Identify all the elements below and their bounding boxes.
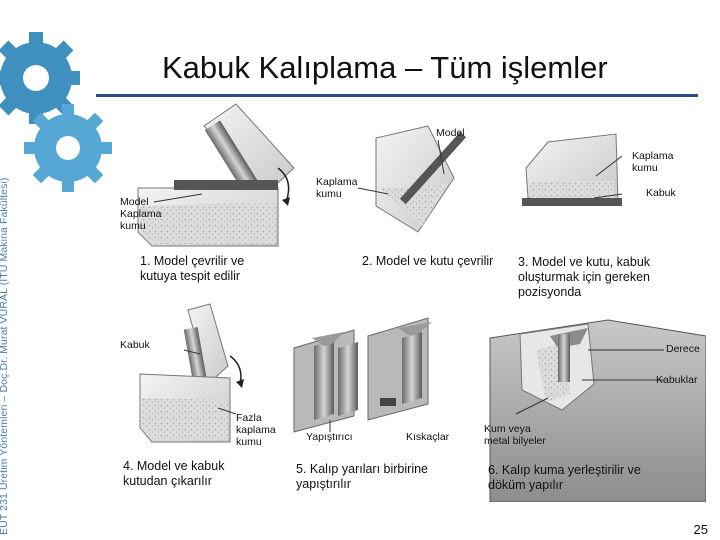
label-coating-sand: Kaplama kumu [316, 176, 358, 200]
step-1-caption: 1. Model çevrilir ve kutuya tespit edili… [140, 254, 245, 283]
step-2-caption: 2. Model ve kutu çevrilir [362, 254, 494, 268]
process-illustration: Model Kaplama kumu Kaplama kumu Model Ka… [118, 98, 707, 503]
step1-drawing [137, 103, 295, 247]
label-shell: Kabuk [646, 187, 676, 199]
step4-drawing [139, 303, 244, 443]
label-coating-sand-right: Kaplama kumu [632, 150, 674, 174]
label-shells: Kabuklar [656, 374, 698, 386]
label-shell-left: Kabuk [120, 339, 150, 351]
title-divider [96, 94, 698, 97]
small-gear-icon [24, 104, 112, 192]
page-number: 25 [693, 522, 708, 537]
label-excess-coating-sand: Fazla kaplama kumu [236, 412, 276, 448]
label-flask: Derece [666, 343, 700, 355]
step-5-caption: 5. Kalıp yarıları birbirine yapıştırılır [296, 462, 429, 491]
label-model: Model [436, 127, 465, 139]
label-model-coating-sand: Model Kaplama kumu [120, 196, 162, 232]
page-title: Kabuk Kalıplama – Tüm işlemler [162, 50, 608, 85]
label-adhesive: Yapıştırıcı [306, 431, 353, 443]
step-4-caption: 4. Model ve kabuk kutudan çıkarılır [123, 459, 225, 488]
label-clamps: Kıskaçlar [406, 431, 450, 443]
large-gear-icon [0, 32, 80, 124]
step-6-caption: 6. Kalıp kuma yerleştirilir ve döküm yap… [488, 463, 641, 492]
step5-drawing [293, 317, 432, 433]
side-caption: EUT 231 Üretim Yöntemleri – Doç.Dr. Mura… [0, 177, 10, 536]
step2-drawing [375, 125, 467, 233]
step-3-caption: 3. Model ve kutu, kabuk oluşturmak için … [518, 255, 651, 299]
label-sand-or-metal-balls: Kum veya metal bilyeler [484, 423, 546, 447]
step3-drawing [522, 133, 623, 206]
